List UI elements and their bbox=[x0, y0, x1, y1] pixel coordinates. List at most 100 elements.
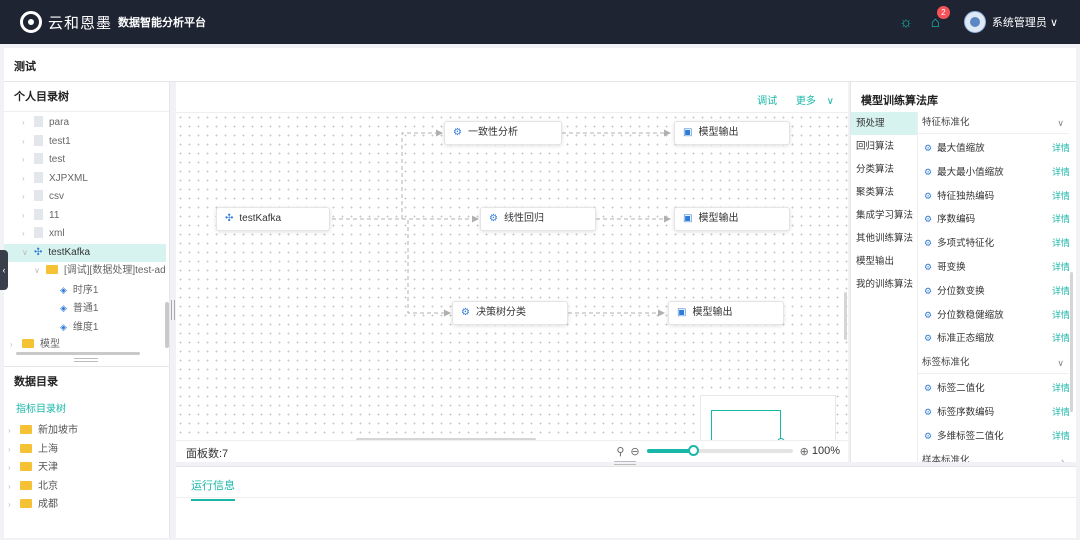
algo-group-header[interactable]: 样本标准化› bbox=[918, 450, 1069, 462]
tree-item[interactable]: ›test bbox=[4, 151, 166, 169]
algo-category[interactable]: 分类算法 bbox=[856, 164, 895, 175]
catalog-item[interactable]: ›天津 bbox=[8, 459, 58, 477]
algo-category[interactable]: 聚类算法 bbox=[856, 187, 895, 198]
algo-detail-link[interactable]: 详情 bbox=[1051, 285, 1069, 296]
zoom-slider-thumb[interactable] bbox=[688, 445, 700, 456]
algo-category[interactable]: 预处理 bbox=[851, 112, 917, 135]
flow-node-linear[interactable]: ⚙线性回归 bbox=[480, 207, 596, 231]
tree-item[interactable]: ∨✣testKafka bbox=[4, 244, 166, 262]
algo-item[interactable]: ⚙哥变换详情 bbox=[918, 255, 1069, 279]
flow-node-out3[interactable]: ▣模型输出 bbox=[668, 301, 784, 325]
flow-node-consistency[interactable]: ⚙一致性分析 bbox=[444, 121, 562, 145]
tab-run-info[interactable]: 运行信息 bbox=[191, 477, 235, 501]
tree-vertical-scrollbar[interactable] bbox=[165, 302, 169, 348]
zoom-out-icon[interactable]: ⊖ bbox=[630, 445, 640, 458]
zoom-slider[interactable] bbox=[646, 444, 793, 458]
canvas-vertical-scrollbar[interactable] bbox=[844, 292, 847, 340]
tree-item[interactable]: ›11 bbox=[4, 207, 166, 225]
algo-item[interactable]: ⚙特征独热编码详情 bbox=[918, 184, 1069, 208]
chevron-right-icon[interactable]: ∨ bbox=[34, 266, 40, 275]
chevron-right-icon[interactable]: › bbox=[22, 118, 25, 127]
algo-category[interactable]: 回归算法 bbox=[856, 141, 895, 152]
algo-item[interactable]: ⚙标准正态缩放详情 bbox=[918, 326, 1069, 350]
algo-detail-link[interactable]: 详情 bbox=[1051, 383, 1069, 394]
chevron-down-icon[interactable]: ∨ bbox=[22, 248, 28, 257]
tree-item[interactable]: ◈普通1 bbox=[4, 299, 166, 317]
tree-item[interactable]: ∨[调试][数据处理]test-ad bbox=[4, 262, 166, 280]
zoom-in-icon[interactable]: ⊕ bbox=[799, 445, 809, 458]
avatar[interactable] bbox=[963, 11, 986, 33]
flow-node-kafka[interactable]: ✣testKafka bbox=[216, 207, 330, 231]
chevron-right-icon[interactable]: › bbox=[10, 340, 13, 349]
flow-node-tree[interactable]: ⚙决策树分类 bbox=[452, 301, 568, 325]
tree-item[interactable]: ›test1 bbox=[4, 133, 166, 151]
chevron-right-icon[interactable]: › bbox=[22, 137, 25, 146]
tree-item[interactable]: ›para bbox=[4, 114, 166, 132]
canvas-horizontal-scrollbar[interactable] bbox=[356, 438, 536, 441]
algo-item[interactable]: ⚙多维标签二值化详情 bbox=[918, 424, 1069, 448]
flow-node-out2[interactable]: ▣模型输出 bbox=[674, 207, 790, 231]
notification-icon[interactable]: ⌂2 bbox=[931, 5, 950, 31]
debug-button[interactable]: 调试 bbox=[757, 96, 778, 107]
algo-detail-link[interactable]: 详情 bbox=[1051, 309, 1069, 320]
algo-category[interactable]: 其他训练算法 bbox=[856, 233, 914, 244]
algo-item[interactable]: ⚙多项式特征化详情 bbox=[918, 231, 1069, 255]
algo-detail-link[interactable]: 详情 bbox=[1051, 214, 1069, 225]
algo-category[interactable]: 集成学习算法 bbox=[856, 210, 914, 221]
chevron-right-icon[interactable]: › bbox=[8, 444, 11, 454]
tree-item[interactable]: ›csv bbox=[4, 188, 166, 206]
algo-item[interactable]: ⚙序数编码详情 bbox=[918, 207, 1069, 231]
tree-item[interactable]: ›模型 bbox=[4, 336, 166, 354]
algo-item[interactable]: ⚙分位数稳健缩放详情 bbox=[918, 303, 1069, 327]
algo-item[interactable]: ⚙标签序数编码详情 bbox=[918, 400, 1069, 424]
algo-detail-link[interactable]: 详情 bbox=[1051, 166, 1069, 177]
tree-item[interactable]: ›xml bbox=[4, 225, 166, 243]
algo-detail-link[interactable]: 详情 bbox=[1051, 262, 1069, 272]
algo-item[interactable]: ⚙最大值缩放详情 bbox=[918, 136, 1069, 160]
algo-category[interactable]: 我的训练算法 bbox=[856, 279, 914, 290]
catalog-item[interactable]: ›北京 bbox=[8, 478, 58, 496]
flow-node-out1[interactable]: ▣模型输出 bbox=[674, 121, 790, 145]
catalog-item[interactable]: ›新加坡市 bbox=[8, 422, 78, 440]
left-resize-handle[interactable] bbox=[171, 300, 175, 320]
collapse-left-button[interactable]: ‹ bbox=[0, 250, 8, 290]
algo-detail-link[interactable]: 详情 bbox=[1051, 190, 1069, 201]
user-menu[interactable]: 系统管理员 ∨ bbox=[992, 14, 1058, 30]
algo-item[interactable]: ⚙最大最小值缩放详情 bbox=[918, 160, 1069, 184]
tree-item[interactable]: ›XJPXML bbox=[4, 170, 166, 188]
algo-group-header[interactable]: 特征标准化∨ bbox=[918, 112, 1069, 134]
chevron-right-icon[interactable]: › bbox=[8, 481, 11, 491]
brand[interactable]: 云和恩墨 数据智能分析平台 bbox=[20, 11, 206, 33]
flow-canvas[interactable]: ✣testKafka ⚙一致性分析 ⚙线性回归 ⚙决策树分类 ▣模型输出 ▣模型输出 ▣模型… bbox=[176, 112, 848, 451]
left-splitter-handle[interactable] bbox=[74, 358, 98, 362]
theme-sun-icon[interactable]: ☼ bbox=[899, 13, 913, 31]
chevron-right-icon[interactable]: › bbox=[22, 155, 25, 164]
chevron-right-icon[interactable]: › bbox=[22, 192, 25, 201]
algo-detail-link[interactable]: 详情 bbox=[1051, 143, 1069, 153]
chevron-right-icon[interactable]: › bbox=[22, 174, 25, 183]
algo-item[interactable]: ⚙分位数变换详情 bbox=[918, 279, 1069, 303]
algo-detail-link[interactable]: 详情 bbox=[1051, 407, 1069, 417]
tree-item[interactable]: ◈时序1 bbox=[4, 281, 166, 299]
zoom-search-icon[interactable]: ⚲ bbox=[616, 445, 625, 458]
more-menu[interactable]: 更多 ∨ bbox=[788, 96, 834, 107]
minimap-viewport[interactable] bbox=[711, 410, 781, 444]
catalog-item[interactable]: ›成都 bbox=[8, 496, 58, 514]
chevron-right-icon[interactable]: › bbox=[8, 463, 11, 472]
tree-item[interactable]: ◈维度1 bbox=[4, 318, 166, 336]
algo-item[interactable]: ⚙标签二值化详情 bbox=[918, 376, 1069, 400]
chevron-right-icon[interactable]: › bbox=[22, 211, 25, 220]
algo-detail-link[interactable]: 详情 bbox=[1051, 333, 1069, 344]
algo-group-header[interactable]: 标签标准化∨ bbox=[918, 352, 1069, 375]
catalog-item[interactable]: ›上海 bbox=[8, 441, 58, 459]
tree-horizontal-scrollbar[interactable] bbox=[16, 352, 140, 355]
algo-category[interactable]: 模型输出 bbox=[856, 256, 895, 267]
chevron-right-icon[interactable]: › bbox=[8, 500, 11, 509]
algo-list-scrollbar[interactable] bbox=[1070, 272, 1073, 412]
indicator-tree-link[interactable]: 指标目录树 bbox=[16, 404, 66, 415]
chevron-right-icon[interactable]: › bbox=[22, 229, 25, 238]
algo-detail-link[interactable]: 详情 bbox=[1051, 238, 1069, 249]
algo-detail-link[interactable]: 详情 bbox=[1051, 430, 1069, 441]
chevron-right-icon[interactable]: › bbox=[8, 426, 11, 435]
bottom-splitter-handle[interactable] bbox=[614, 461, 636, 465]
